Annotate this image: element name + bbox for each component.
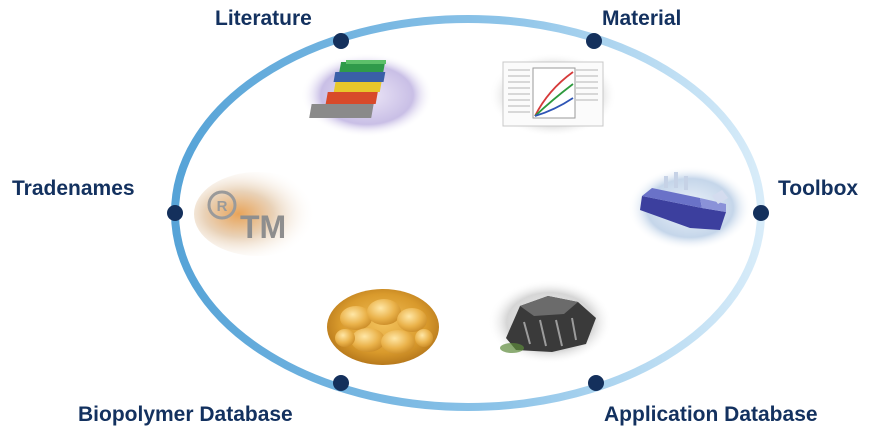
toolbox-node-dot[interactable] — [753, 205, 769, 221]
trademark-icon: R TM — [194, 172, 322, 256]
stack-of-books-icon — [301, 53, 433, 137]
molded-part-icon — [488, 280, 612, 364]
material-node-dot[interactable] — [586, 33, 602, 49]
node-dots — [167, 33, 769, 391]
pellets-icon — [327, 289, 439, 365]
tradenames-label[interactable]: Tradenames — [12, 177, 135, 200]
toolbox-label[interactable]: Toolbox — [778, 177, 859, 200]
biopolymer-database-label[interactable]: Biopolymer Database — [78, 403, 293, 426]
application-database-label[interactable]: Application Database — [604, 403, 818, 426]
literature-label[interactable]: Literature — [215, 7, 312, 30]
literature-node-dot[interactable] — [333, 33, 349, 49]
biopolymer-database-node-dot[interactable] — [333, 375, 349, 391]
tradenames-node-dot[interactable] — [167, 205, 183, 221]
application-database-node-dot[interactable] — [588, 375, 604, 391]
toolbox-icon — [628, 166, 752, 250]
data-sheet-chart-icon — [489, 53, 617, 137]
svg-text:R: R — [217, 198, 228, 215]
material-label[interactable]: Material — [602, 7, 682, 30]
svg-text:TM: TM — [240, 209, 286, 245]
